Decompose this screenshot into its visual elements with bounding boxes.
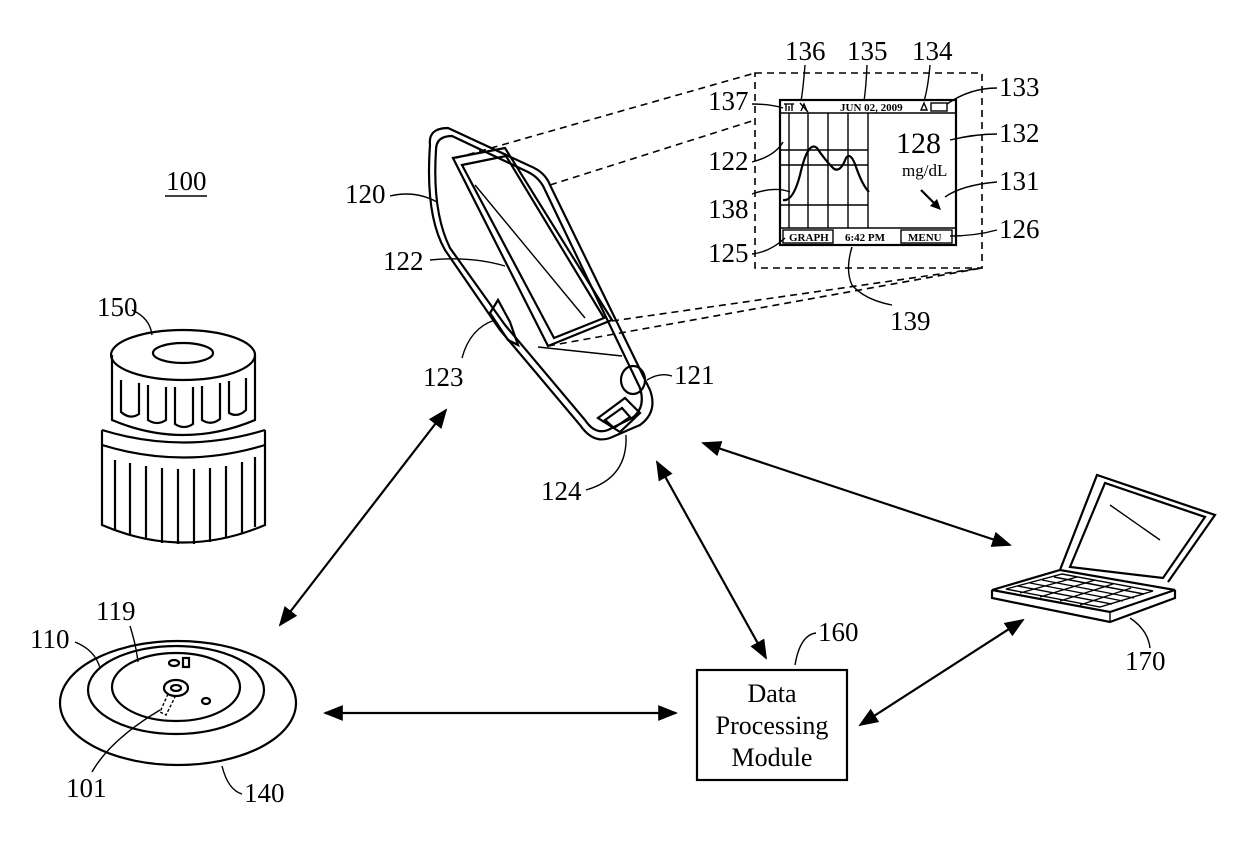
leader-133 xyxy=(947,88,997,104)
ref-140: 140 xyxy=(244,778,285,808)
arrow-reader-laptop xyxy=(703,443,1010,545)
leader-170 xyxy=(1130,618,1150,648)
module-line-3: Module xyxy=(732,743,813,772)
ref-119: 119 xyxy=(96,596,136,626)
graph-button-label: GRAPH xyxy=(789,232,829,244)
ref-124: 124 xyxy=(541,476,582,506)
drop-icon xyxy=(921,103,927,110)
battery-icon xyxy=(931,103,947,111)
ref-125: 125 xyxy=(708,238,749,268)
signal-icon xyxy=(784,104,794,111)
ref-139: 139 xyxy=(890,306,931,336)
sensor-applicator-container xyxy=(102,330,265,544)
enlarged-screen: JUN 02, 2009 128 mg/dL GRAPH 6:42 PM MEN… xyxy=(780,100,956,245)
glucose-reading: 128 xyxy=(896,127,941,160)
ref-121: 121 xyxy=(674,360,715,390)
leader-121 xyxy=(647,375,672,380)
ref-123: 123 xyxy=(423,362,464,392)
ref-170: 170 xyxy=(1125,646,1166,676)
leader-124 xyxy=(586,435,626,490)
glucose-trend-line xyxy=(783,147,869,201)
leader-139 xyxy=(849,247,893,305)
leader-135 xyxy=(864,65,867,101)
on-body-sensor xyxy=(60,641,296,765)
menu-button-label: MENU xyxy=(908,232,942,244)
ref-138: 138 xyxy=(708,194,749,224)
module-line-1: Data xyxy=(747,679,797,708)
leader-138 xyxy=(752,189,790,194)
alarm-muted-icon xyxy=(800,103,808,112)
ref-122-device: 122 xyxy=(383,246,424,276)
ref-133: 133 xyxy=(999,72,1040,102)
glucose-unit: mg/dL xyxy=(902,161,947,180)
arrow-reader-module xyxy=(657,462,766,658)
arrow-sensor-reader xyxy=(280,410,446,625)
ref-126: 126 xyxy=(999,214,1040,244)
reader-device xyxy=(429,128,652,439)
ref-135: 135 xyxy=(847,36,888,66)
arrow-module-laptop xyxy=(860,620,1023,725)
leader-136 xyxy=(801,65,805,101)
leader-137 xyxy=(752,104,783,108)
ref-150: 150 xyxy=(97,292,138,322)
laptop-computer xyxy=(992,475,1215,622)
ref-131: 131 xyxy=(999,166,1040,196)
leader-140 xyxy=(222,766,242,794)
leader-123 xyxy=(462,320,495,358)
ref-120: 120 xyxy=(345,179,386,209)
screen-date: JUN 02, 2009 xyxy=(840,102,903,114)
ref-110: 110 xyxy=(30,624,70,654)
ref-101: 101 xyxy=(66,773,107,803)
figure-number: 100 xyxy=(166,166,207,196)
screen-time: 6:42 PM xyxy=(845,232,886,244)
leader-131 xyxy=(945,182,997,197)
ref-137: 137 xyxy=(708,86,749,116)
ref-132: 132 xyxy=(999,118,1040,148)
leader-122-screen xyxy=(752,142,783,162)
module-line-2: Processing xyxy=(716,711,829,740)
ref-160: 160 xyxy=(818,617,859,647)
ref-134: 134 xyxy=(912,36,953,66)
leader-134 xyxy=(924,65,930,101)
trend-arrow-icon xyxy=(921,190,941,210)
ref-136: 136 xyxy=(785,36,826,66)
leader-160 xyxy=(795,633,816,665)
glucose-graph xyxy=(780,113,869,228)
ref-122-screen: 122 xyxy=(708,146,749,176)
leader-122-device xyxy=(430,259,505,266)
